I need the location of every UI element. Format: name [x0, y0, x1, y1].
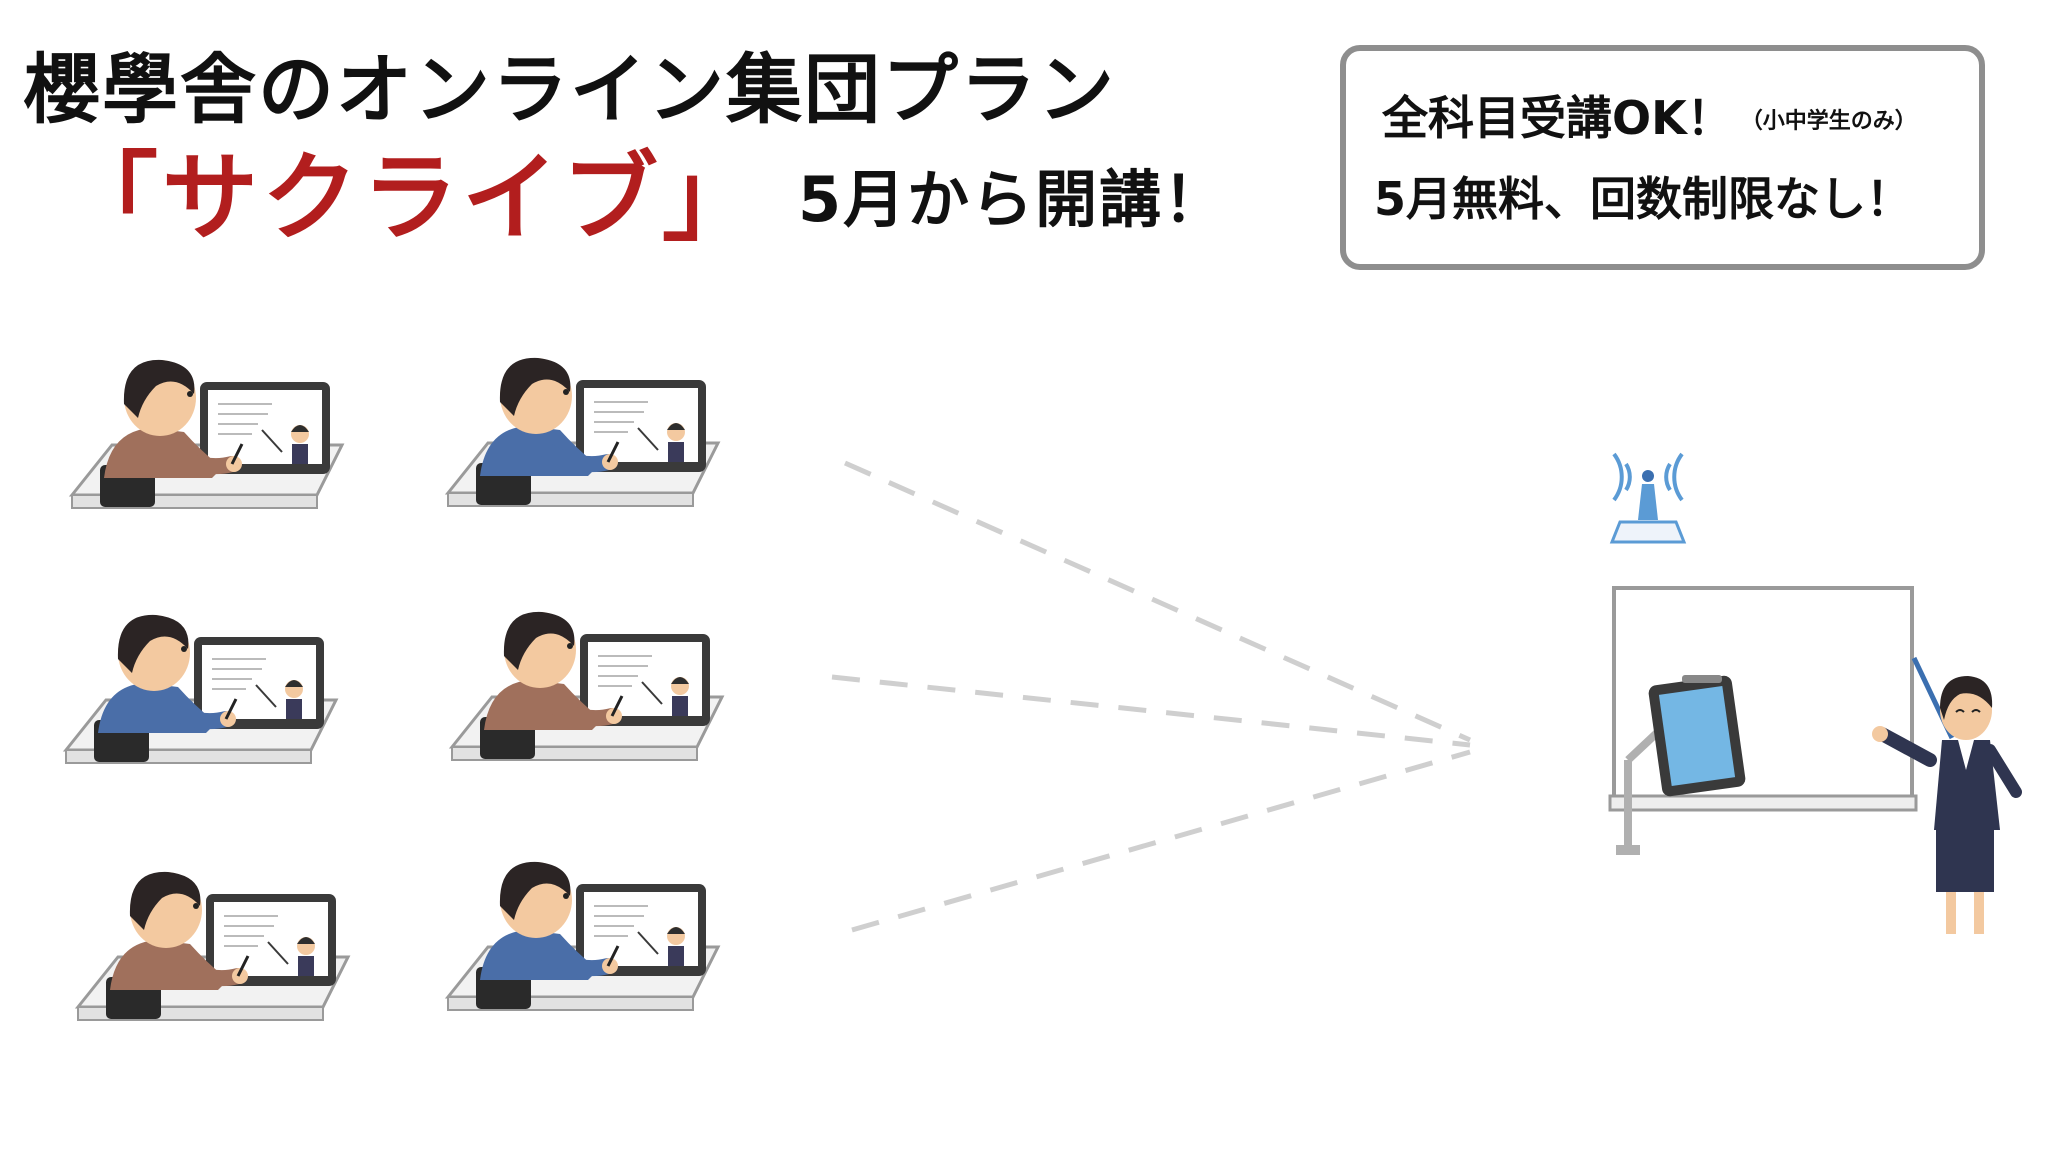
mounted-tablet	[1616, 675, 1746, 855]
student-middle-left	[66, 615, 336, 763]
connection-line-top	[843, 460, 1472, 743]
connection-line-middle	[831, 674, 1471, 748]
info-line-1: 全科目受講OK！（小中学生のみ）	[1382, 95, 1917, 141]
brand-name: 「サクライブ」	[62, 142, 762, 254]
student-top-right	[448, 358, 718, 506]
info-note: （小中学生のみ）	[1740, 109, 1917, 134]
student-top-left	[72, 360, 342, 508]
subline: 「サクライブ」5月から開講！	[62, 150, 1227, 246]
antenna-icon	[1609, 452, 1687, 544]
info-box: 全科目受講OK！（小中学生のみ） 5月無料、回数制限なし！	[1340, 45, 1985, 270]
info-line-2: 5月無料、回数制限なし！	[1374, 172, 1913, 226]
connection-line-bottom	[851, 749, 1471, 933]
launch-text: 5月から開講！	[798, 163, 1228, 236]
student-bottom-left	[78, 872, 348, 1020]
info-all-subjects: 全科目受講OK！	[1382, 91, 1733, 145]
student-bottom-right	[448, 862, 718, 1010]
connection-lines	[831, 460, 1472, 933]
headline: 櫻學舎のオンライン集団プラン	[24, 45, 1116, 134]
teacher	[1872, 656, 2022, 934]
student-middle-right	[452, 612, 722, 760]
